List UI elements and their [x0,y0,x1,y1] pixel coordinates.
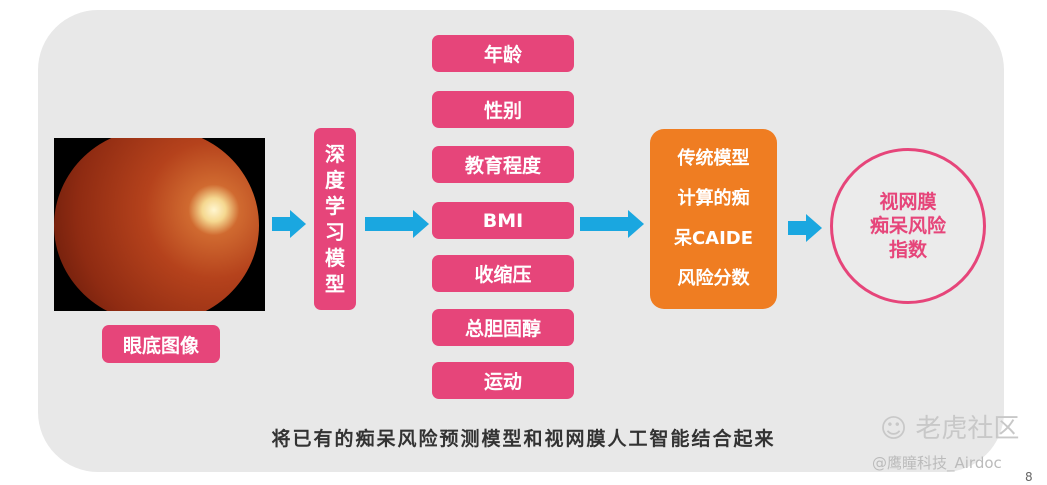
fundus-image-label: 眼底图像 [102,325,220,363]
factor-bmi: BMI [432,202,574,239]
output-line: 指数 [888,239,927,261]
model-char: 型 [325,272,345,296]
arrow-icon [272,210,306,238]
model-char: 习 [325,220,345,244]
caide-line: 风险分数 [677,268,750,289]
watermark-handle: @鹰瞳科技_Airdoc [872,454,1002,472]
retinal-dementia-risk-index: 视网膜 痴呆风险 指数 [830,148,986,304]
model-char: 度 [325,168,345,192]
arrow-icon [788,214,822,242]
deep-learning-model-box: 深 度 学 习 模 型 [314,128,356,310]
fundus-image [54,138,265,311]
output-line: 痴呆风险 [869,215,946,237]
factor-age: 年龄 [432,35,574,72]
caption: 将已有的痴呆风险预测模型和视网膜人工智能结合起来 [271,428,776,450]
factor-education: 教育程度 [432,146,574,183]
factor-exercise: 运动 [432,362,574,399]
caide-line: 计算的痴 [677,188,750,209]
model-char: 模 [325,246,345,270]
watermark-brand-text: 老虎社区 [915,414,1020,444]
output-line: 视网膜 [879,191,937,213]
page-number: 8 [1025,470,1033,484]
watermark-brand: ☺ 老虎社区 [880,408,1019,445]
caide-line: 传统模型 [677,148,750,169]
caide-line: 呆CAIDE [673,228,754,249]
factor-systolic-bp: 收缩压 [432,255,574,292]
factor-cholesterol: 总胆固醇 [432,309,574,346]
watermark-logo-icon: ☺ [880,414,916,444]
arrow-icon [365,210,429,238]
arrow-icon [580,210,644,238]
model-char: 学 [325,194,345,218]
factor-sex: 性别 [432,91,574,128]
model-char: 深 [325,142,345,166]
caide-score-box: 传统模型 计算的痴 呆CAIDE 风险分数 [650,129,777,309]
